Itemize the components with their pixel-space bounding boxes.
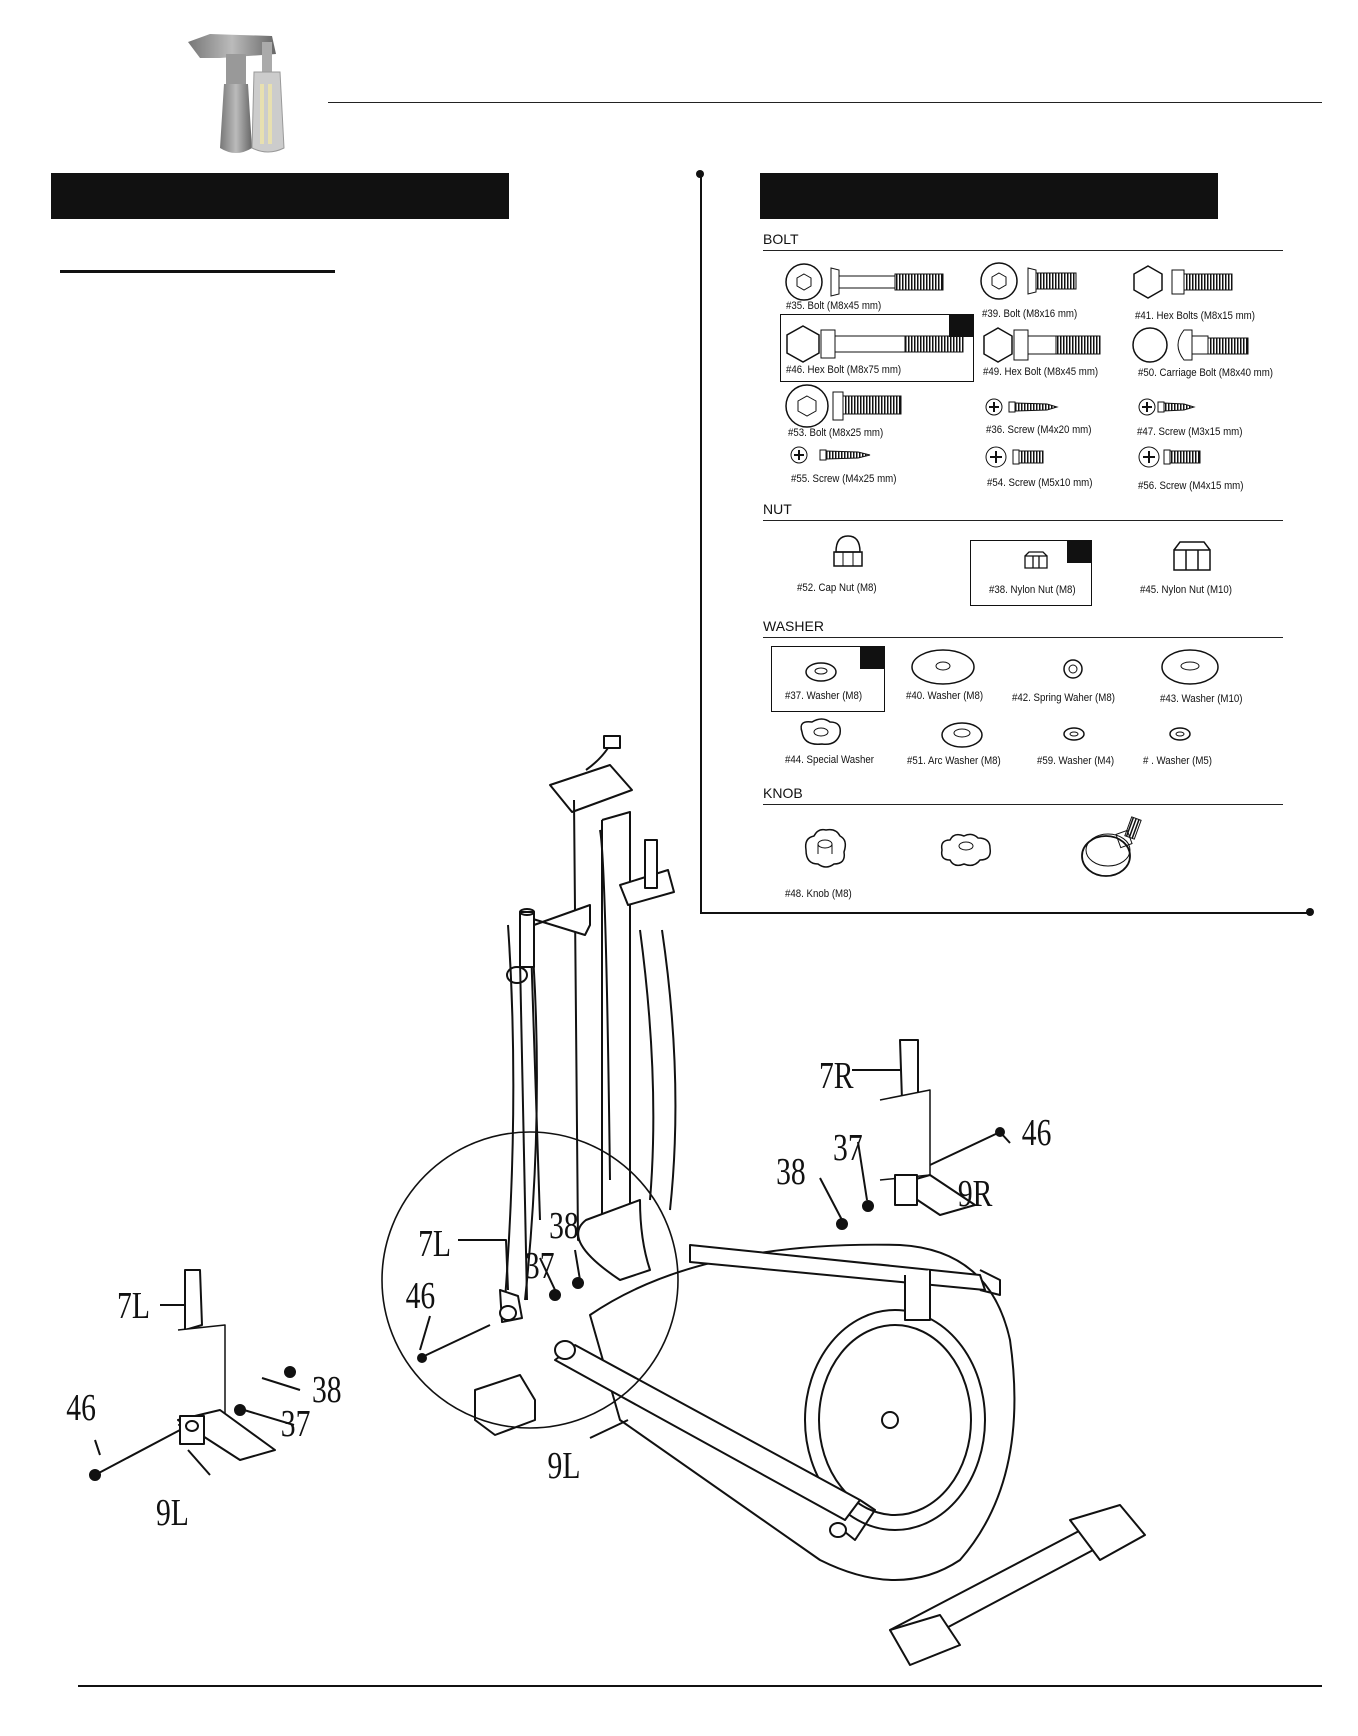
part-label-38: #38. Nylon Nut (M8): [989, 584, 1076, 596]
nut-section-heading: NUT: [763, 500, 1283, 521]
bolt-41-drawing: [1133, 265, 1233, 299]
part-label-46: #46. Hex Bolt (M8x75 mm): [786, 364, 902, 376]
nylon-nut-45-drawing: [1173, 541, 1211, 571]
callout-left-46: 46: [66, 1388, 96, 1429]
left-title-bar: [51, 173, 509, 219]
washer-43-drawing: [1161, 649, 1219, 685]
callout-left-9L: 9L: [156, 1493, 189, 1534]
parts-title-bar: [760, 173, 1218, 219]
bolt-39-drawing: [980, 262, 1077, 300]
callout-right-38: 38: [776, 1152, 806, 1193]
knob-48-drawing: [804, 828, 847, 868]
part-label-35: #35. Bolt (M8x45 mm): [786, 300, 882, 312]
bolt-50-drawing: [1132, 327, 1249, 363]
assembly-diagram: 7L 46 38 37 9L 7L 46 37 38 9L 7R 46 37 3…: [66, 735, 1146, 1666]
washer-59-drawing: [1063, 727, 1085, 741]
screw-36-drawing: [985, 398, 1059, 416]
callout-right-7R: 7R: [819, 1056, 854, 1097]
part-label-47: #47. Screw (M3x15 mm): [1137, 426, 1243, 438]
washer-m5-drawing: [1169, 727, 1191, 741]
part-label-48: #48. Knob (M8): [785, 888, 852, 900]
arc-washer-51-drawing: [941, 722, 983, 748]
star-knob-drawing: [940, 833, 992, 867]
screw-56-drawing: [1138, 446, 1201, 468]
callout-right-37: 37: [833, 1128, 863, 1169]
selected-part-box-37: [771, 646, 885, 712]
callout-main-46: 46: [406, 1276, 436, 1317]
selected-part-box-46: [780, 314, 974, 382]
part-label-56: #56. Screw (M4x15 mm): [1138, 480, 1244, 492]
frame-dot-bottom: [1306, 908, 1314, 916]
frame-dot-top: [696, 170, 704, 178]
bolt-53-drawing: [785, 384, 902, 428]
callout-main-37: 37: [525, 1246, 555, 1287]
washer-37-drawing: [805, 662, 837, 682]
part-label-42: #42. Spring Waher (M8): [1012, 692, 1115, 704]
bolt-49-drawing: [983, 327, 1101, 363]
part-label-m5: # . Washer (M5): [1143, 755, 1213, 767]
part-label-41: #41. Hex Bolts (M8x15 mm): [1135, 310, 1255, 322]
callout-left-37: 37: [281, 1404, 311, 1445]
bolt-section-heading: BOLT: [763, 230, 1283, 251]
nylon-nut-38-drawing: [1024, 551, 1048, 569]
callout-right-9R: 9R: [958, 1174, 993, 1215]
screw-55-drawing: [790, 446, 871, 464]
part-label-45: #45. Nylon Nut (M10): [1140, 584, 1233, 596]
part-label-49: #49. Hex Bolt (M8x45 mm): [983, 366, 1099, 378]
part-label-52: #52. Cap Nut (M8): [797, 582, 877, 594]
part-label-50: #50. Carriage Bolt (M8x40 mm): [1138, 367, 1274, 379]
bolt-35-drawing: [785, 263, 944, 301]
screw-47-drawing: [1138, 398, 1196, 416]
callout-left-38: 38: [312, 1370, 342, 1411]
step-underline: [60, 270, 335, 273]
knob-section-heading: KNOB: [763, 784, 1283, 805]
part-label-36: #36. Screw (M4x20 mm): [986, 424, 1092, 436]
adjustment-knob-drawing: [1081, 816, 1142, 877]
part-label-59: #59. Washer (M4): [1037, 755, 1115, 767]
part-label-44: #44. Special Washer: [785, 754, 874, 766]
washer-40-drawing: [911, 649, 975, 685]
hardware-panel-frame: [700, 174, 1312, 914]
bolt-46-drawing: [786, 325, 964, 363]
part-label-51: #51. Arc Washer (M8): [907, 755, 1001, 767]
spring-washer-42-drawing: [1063, 659, 1083, 679]
part-label-53: #53. Bolt (M8x25 mm): [788, 427, 884, 439]
callout-main-7L: 7L: [418, 1224, 451, 1265]
special-washer-44-drawing: [800, 718, 842, 746]
part-label-40: #40. Washer (M8): [906, 690, 984, 702]
callout-main-9L: 9L: [548, 1446, 581, 1487]
header-rule: [328, 102, 1322, 103]
callout-right-46: 46: [1022, 1113, 1052, 1154]
part-label-43: #43. Washer (M10): [1160, 693, 1243, 705]
callout-main-38: 38: [549, 1206, 579, 1247]
selected-part-box-38: [970, 540, 1092, 606]
screw-54-drawing: [985, 446, 1044, 468]
hammer-screwdriver-icon: [188, 34, 285, 153]
part-label-39: #39. Bolt (M8x16 mm): [982, 308, 1078, 320]
part-label-37: #37. Washer (M8): [785, 690, 863, 702]
cap-nut-52-drawing: [833, 535, 863, 567]
part-label-54: #54. Screw (M5x10 mm): [987, 477, 1093, 489]
part-label-55: #55. Screw (M4x25 mm): [791, 473, 897, 485]
callout-left-7L: 7L: [117, 1286, 150, 1327]
washer-section-heading: WASHER: [763, 617, 1283, 638]
footer-rule: [78, 1685, 1322, 1687]
